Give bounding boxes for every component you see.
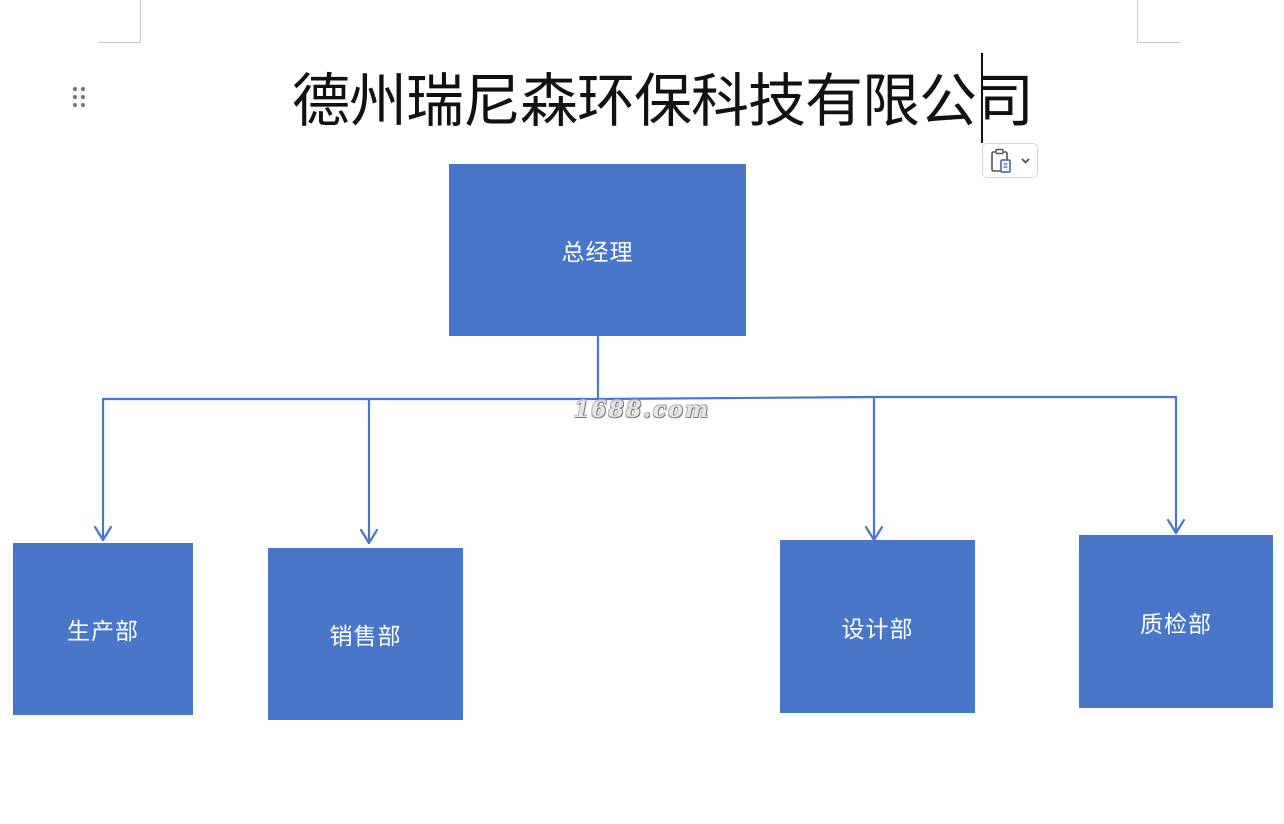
paste-options-button[interactable] — [982, 143, 1038, 178]
text-caret — [981, 53, 983, 143]
org-node-production-dept[interactable]: 生产部 — [13, 543, 193, 715]
org-node-design-dept[interactable]: 设计部 — [780, 540, 975, 713]
document-title[interactable]: 德州瑞尼森环保科技有限公司 — [292, 67, 1034, 135]
page-corner-mark-top-left — [98, 0, 141, 43]
arrowhead-qc — [1166, 518, 1186, 535]
org-node-label: 设计部 — [841, 616, 914, 643]
org-node-label: 销售部 — [329, 624, 402, 650]
watermark: 1688.com — [574, 397, 711, 423]
chevron-down-icon — [1021, 158, 1030, 164]
drag-handle-icon[interactable] — [70, 84, 88, 110]
org-node-sales-dept[interactable]: 销售部 — [268, 548, 463, 720]
org-node-quality-inspection-dept[interactable]: 质检部 — [1079, 535, 1273, 708]
connector-horizontal-bus — [101, 395, 1178, 401]
org-node-label: 生产部 — [67, 619, 139, 645]
org-node-label: 质检部 — [1140, 611, 1212, 638]
arrowhead-sales — [359, 528, 379, 545]
org-node-general-manager[interactable]: 总经理 — [449, 164, 746, 336]
page-corner-mark-top-right — [1137, 0, 1180, 43]
arrowhead-production — [93, 525, 113, 542]
org-node-label: 总经理 — [561, 240, 634, 266]
clipboard-icon — [991, 148, 1011, 173]
